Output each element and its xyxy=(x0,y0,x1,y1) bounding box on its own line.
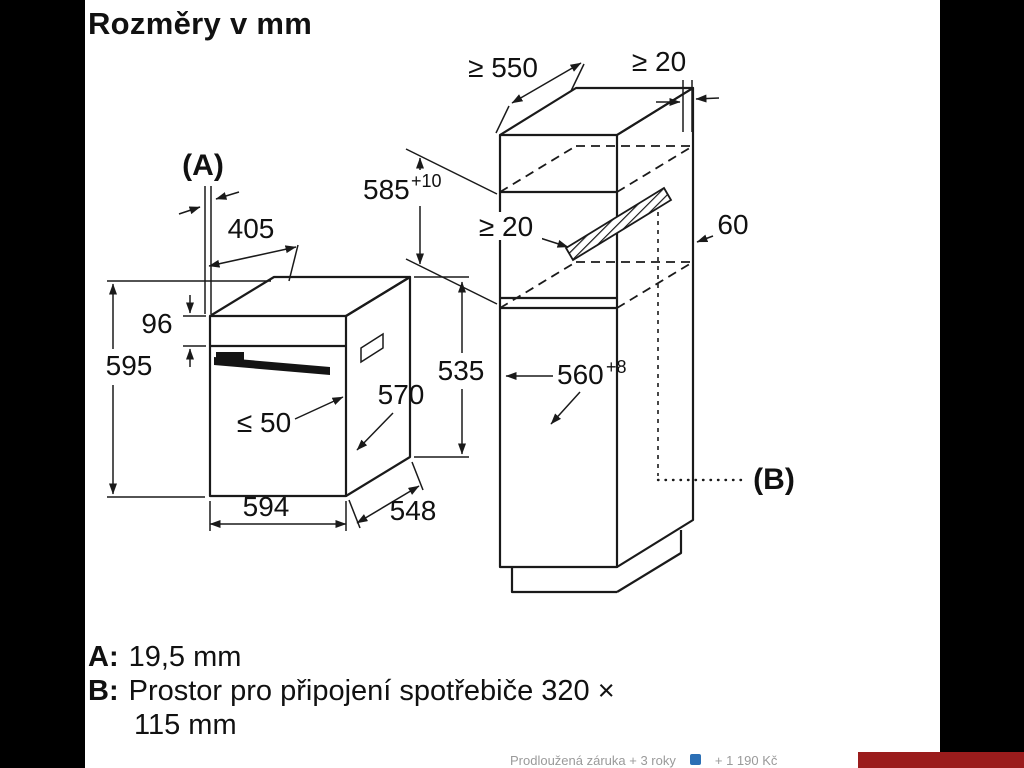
legend-a-value: 19,5 mm xyxy=(128,641,242,673)
cabinet-plinth xyxy=(510,567,617,594)
dim-rear-height-535: 535 xyxy=(438,355,485,386)
legend-row-b-cont: 115 mm xyxy=(134,708,615,742)
oven-display xyxy=(216,352,244,361)
footer-red-badge xyxy=(858,752,1024,768)
cabinet-dimension-lines xyxy=(405,62,720,425)
dim-niche-depth-tolerance: +8 xyxy=(606,357,627,377)
dim-rear-gap-20: ≥ 20 xyxy=(479,211,533,242)
dim-top-width-405: 405 xyxy=(228,213,275,244)
shield-icon xyxy=(689,754,701,765)
dim-panel-height-96: 96 xyxy=(141,308,172,339)
cabinet-body xyxy=(498,86,695,594)
legend-b-value-continued: 115 mm xyxy=(134,709,237,741)
footer-warranty-text: Prodloužená záruka + 3 roky xyxy=(510,753,676,768)
letterbox-right xyxy=(940,0,1024,768)
oven-side-grip xyxy=(360,332,384,364)
oven-dimension-lines xyxy=(107,186,469,531)
dim-vent-60: 60 xyxy=(717,209,748,240)
footer-price-text: + 1 190 Kč xyxy=(714,753,778,768)
cabinet-hidden-edges xyxy=(499,145,694,476)
dim-oven-width-594: 594 xyxy=(243,491,290,522)
dim-top-rear-gap-20: ≥ 20 xyxy=(632,46,686,77)
letterbox-left xyxy=(0,0,85,768)
dim-door-clearance-50: ≤ 50 xyxy=(237,407,291,438)
oven-door-handle xyxy=(214,357,330,375)
dim-oven-height-595: 595 xyxy=(106,350,153,381)
label-a: (A) xyxy=(182,149,224,182)
legend-b-value: Prostor pro připojení spotřebiče 320 × xyxy=(128,675,615,707)
label-b: (B) xyxy=(753,463,795,496)
label-shield xyxy=(470,212,542,240)
legend-row-a: A: 19,5 mm xyxy=(88,640,615,674)
dim-niche-height-tolerance: +10 xyxy=(411,171,442,191)
dim-min-depth-550: ≥ 550 xyxy=(468,52,538,83)
legend-row-b: B: Prostor pro připojení spotřebiče 320 × xyxy=(88,674,615,708)
legend-b-key: B: xyxy=(88,675,119,707)
oven-body xyxy=(208,275,412,498)
dim-depth-570: 570 xyxy=(378,379,425,410)
dimensions-diagram: (A) (B) ≥ 550 ≥ 20 585 +10 ≥ 20 60 405 9… xyxy=(106,46,795,594)
legend-a-key: A: xyxy=(88,641,119,673)
dim-niche-height-585: 585 xyxy=(363,174,410,205)
footer-strip: Prodloužená záruka + 3 roky + 1 190 Kč xyxy=(85,752,1024,768)
dim-oven-depth-548: 548 xyxy=(390,495,437,526)
legend: A: 19,5 mm B: Prostor pro připojení spotře… xyxy=(88,640,615,742)
page-title: Rozměry v mm xyxy=(88,6,313,41)
dim-niche-depth-560: 560 xyxy=(557,359,604,390)
vent-spacer-hatch xyxy=(564,186,673,262)
dimension-labels: (A) (B) ≥ 550 ≥ 20 585 +10 ≥ 20 60 405 9… xyxy=(106,46,795,526)
